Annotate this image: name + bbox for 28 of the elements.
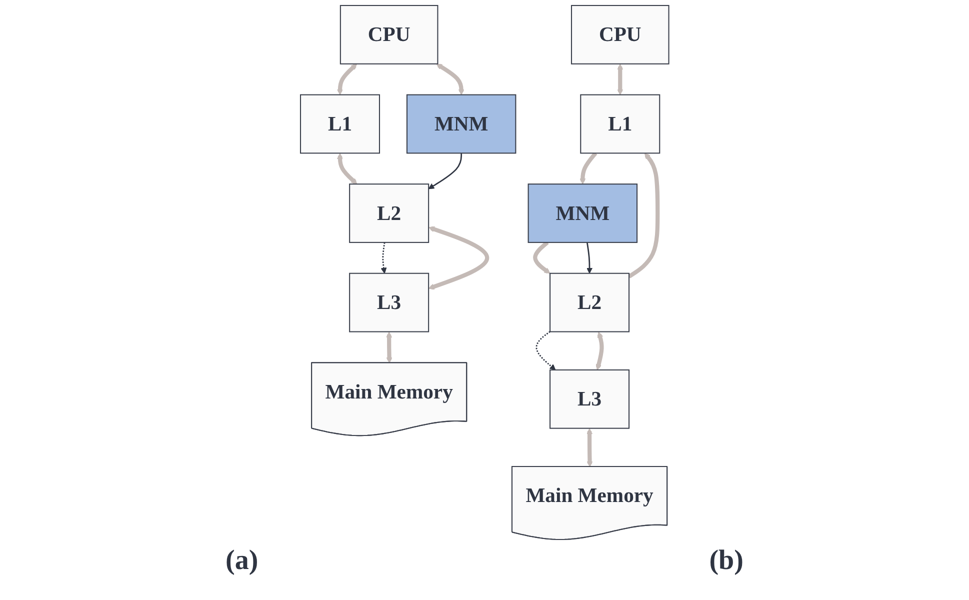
arrow [616, 64, 624, 96]
node-box [549, 272, 630, 332]
arrow [580, 152, 598, 184]
node-box [348, 184, 429, 243]
arrow [436, 64, 464, 96]
arrow [586, 242, 592, 274]
arrow [380, 242, 387, 274]
node-box [549, 369, 630, 429]
node-box [580, 94, 660, 154]
node-box [348, 272, 429, 332]
node-box [340, 5, 438, 64]
arrow [536, 331, 556, 370]
panel-label: (a) [226, 545, 258, 577]
arrow [586, 428, 593, 468]
arrow [336, 64, 357, 96]
panel-label: (b) [709, 545, 744, 577]
node-box [406, 94, 516, 154]
arrow [428, 226, 490, 290]
arrow [336, 153, 358, 184]
node-box [570, 5, 670, 64]
arrow [532, 240, 550, 274]
memory-hierarchy-diagram: CPU L1 MNM L2 L3 Main Memory CPU L1 MNM L2 L3 Main Memory [294, 0, 674, 545]
arrow [386, 332, 392, 364]
arrow [596, 332, 604, 370]
arrow [428, 153, 462, 190]
arrow [628, 152, 660, 278]
node-box [300, 94, 380, 154]
node-box [528, 184, 638, 243]
